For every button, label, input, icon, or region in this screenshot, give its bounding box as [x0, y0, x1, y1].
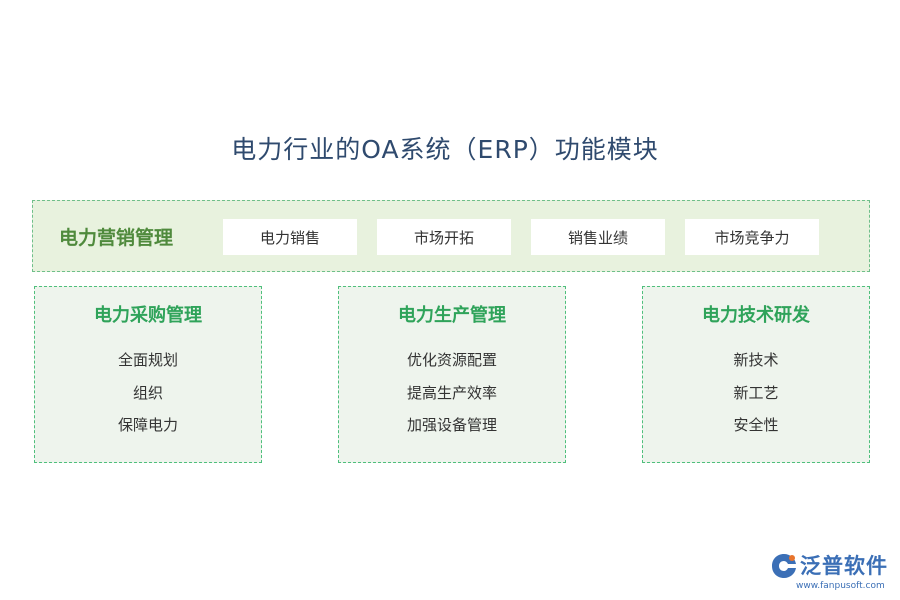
- marketing-item: 市场开拓: [377, 219, 511, 255]
- logo-icon: [772, 554, 796, 578]
- module-item: 全面规划: [117, 351, 178, 369]
- logo-url: www.fanpusoft.com: [796, 581, 885, 591]
- marketing-item: 电力销售: [223, 219, 357, 255]
- module-item: 安全性: [733, 416, 779, 434]
- module-item: 新技术: [733, 351, 779, 369]
- marketing-module-band: 电力营销管理 电力销售 市场开拓 销售业绩 市场竞争力: [32, 200, 870, 272]
- logo-name: 泛普软件: [800, 554, 888, 578]
- module-item: 组织: [132, 384, 163, 402]
- diagram-title: 电力行业的OA系统（ERP）功能模块: [231, 135, 659, 164]
- rnd-module-panel: 电力技术研发 新技术 新工艺 安全性: [642, 286, 870, 463]
- module-title: 电力采购管理: [94, 305, 202, 326]
- module-title: 电力技术研发: [702, 305, 810, 326]
- marketing-item: 市场竞争力: [685, 219, 819, 255]
- marketing-module-label: 电力营销管理: [59, 227, 174, 249]
- module-item: 新工艺: [733, 384, 779, 402]
- company-logo: 泛普软件 www.fanpusoft.com: [770, 550, 895, 594]
- module-title: 电力生产管理: [398, 305, 506, 326]
- module-item: 加强设备管理: [406, 416, 497, 434]
- module-item: 提高生产效率: [406, 384, 497, 402]
- marketing-item: 销售业绩: [531, 219, 665, 255]
- production-module-panel: 电力生产管理 优化资源配置 提高生产效率 加强设备管理: [338, 286, 566, 463]
- module-item: 优化资源配置: [406, 351, 497, 369]
- module-item: 保障电力: [117, 416, 178, 434]
- procurement-module-panel: 电力采购管理 全面规划 组织 保障电力: [34, 286, 262, 463]
